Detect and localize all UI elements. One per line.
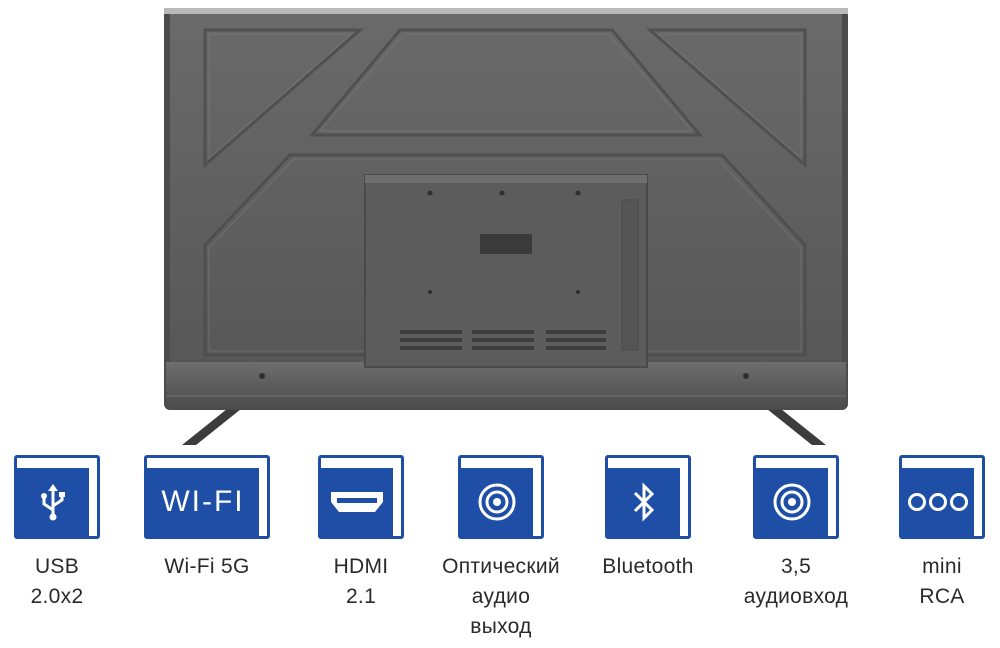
- bluetooth-icon-box: [605, 455, 691, 539]
- mini-rca-icon: [908, 493, 968, 511]
- feature-label: Wi-Fi 5G: [164, 555, 250, 578]
- tv-back-illustration: [164, 8, 848, 445]
- feature-audio-jack: 3,5 аудиовход: [721, 455, 871, 612]
- audio-jack-icon: [773, 483, 811, 521]
- hdmi-icon: [331, 492, 383, 512]
- hdmi-icon-box: [318, 455, 404, 539]
- feature-label: Оптический аудио выход: [442, 555, 560, 638]
- usb-icon-box: [14, 455, 100, 539]
- feature-label: mini RCA: [919, 555, 965, 608]
- feature-usb: USB 2.0x2: [0, 455, 132, 612]
- wifi-icon-box: WI-FI: [144, 455, 270, 539]
- feature-mini-rca: mini RCA: [867, 455, 1000, 612]
- tv-right-leg: [762, 405, 826, 445]
- mini-rca-icon-box: [899, 455, 985, 539]
- feature-optical: Оптический аудио выход: [426, 455, 576, 642]
- feature-bluetooth: Bluetooth: [573, 455, 723, 582]
- optical-icon-box: [458, 455, 544, 539]
- wifi-icon: WI-FI: [161, 485, 245, 518]
- feature-wifi: WI-FI Wi-Fi 5G: [132, 455, 282, 582]
- tv-bottom-housing: [166, 362, 846, 410]
- bluetooth-icon: [633, 482, 655, 522]
- feature-hdmi: HDMI 2.1: [286, 455, 436, 612]
- usb-icon: [41, 484, 65, 521]
- feature-label: USB 2.0x2: [30, 555, 84, 608]
- optical-audio-icon: [478, 483, 516, 521]
- feature-label: Bluetooth: [602, 555, 694, 578]
- feature-label: 3,5 аудиовход: [743, 555, 849, 608]
- audio-jack-icon-box: [753, 455, 839, 539]
- tv-left-leg: [182, 405, 246, 445]
- feature-label: HDMI 2.1: [333, 555, 389, 608]
- features-row: USB 2.0x2 WI-FI Wi-Fi 5G HDMI 2.1: [0, 455, 1000, 645]
